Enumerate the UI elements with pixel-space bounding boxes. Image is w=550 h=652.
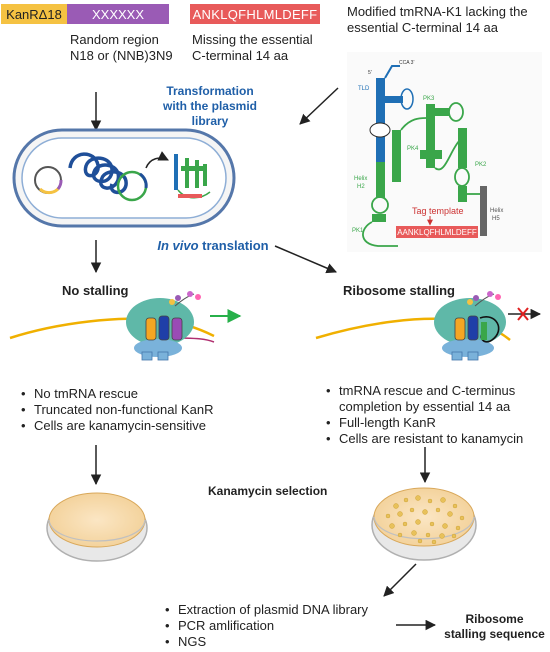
random-desc-line1: Random region — [70, 32, 159, 47]
label-tld: TLD — [358, 86, 370, 92]
list-item: NGS — [165, 634, 408, 650]
random-region-description: Random region N18 or (NNB)3N9 — [70, 32, 180, 64]
ribosome-no-stalling — [9, 291, 242, 361]
random-desc-line2: N18 or (NNB)3N9 — [70, 48, 173, 63]
peptide-label: ANKLQFHLMLDEFF — [192, 6, 318, 22]
tmrna-title: Modified tmRNA-K1 lacking the essential … — [347, 4, 547, 36]
label-5prime: 5' — [368, 70, 372, 76]
arrow-dish-to-final — [383, 563, 417, 597]
transformation-line3: library — [191, 114, 229, 128]
list-item: Full-length KanR — [326, 415, 550, 431]
kanr-label: KanRΔ18 — [6, 6, 62, 22]
label-helix-h2-a: Helix — [354, 176, 367, 182]
petri-dish-resistant — [371, 487, 477, 561]
blocked-x-icon — [517, 307, 529, 321]
random-region-box: XXXXXX — [67, 4, 169, 24]
kanamycin-selection-label: Kanamycin selection — [208, 484, 328, 498]
missing-description: Missing the essential C-terminal 14 aa — [192, 32, 342, 64]
list-item: Cells are resistant to kanamycin — [326, 431, 550, 447]
left-bullet-list: No tmRNA rescue Truncated non-functional… — [18, 386, 264, 434]
mrna-strand — [9, 317, 215, 340]
in-vivo-italic: In vivo — [157, 238, 199, 253]
list-item: Cells are kanamycin-sensitive — [21, 418, 264, 434]
transformation-line1: Transformation — [166, 84, 254, 98]
missing-line1: Missing the essential — [192, 32, 313, 47]
no-stalling-title: No stalling — [62, 283, 129, 298]
tmrna-title-line1: Modified tmRNA-K1 lacking the — [347, 4, 528, 19]
label-cca: CCA 3' — [399, 60, 414, 66]
list-item: Extraction of plasmid DNA library — [165, 602, 408, 618]
list-item: No tmRNA rescue — [21, 386, 264, 402]
kanr-box: KanRΔ18 — [1, 4, 67, 24]
label-helix-h2-b: H2 — [357, 184, 365, 190]
ribosome-stalling-title: Ribosome stalling — [343, 283, 455, 298]
label-pk1: PK1 — [352, 228, 364, 234]
in-vivo-translation-label: In vivo translation — [138, 238, 288, 254]
random-region-label: XXXXXX — [91, 6, 145, 22]
mini-tmrna — [174, 154, 211, 199]
label-pk2: PK2 — [475, 162, 487, 168]
result-line1: Ribosome — [465, 612, 524, 626]
label-pk4: PK4 — [407, 146, 419, 152]
peptide-box: ANKLQFHLMLDEFF — [190, 4, 320, 24]
label-pk3: PK3 — [423, 96, 435, 102]
petri-dish-sensitive — [46, 492, 148, 562]
transformation-line2: with the plasmid — [162, 99, 257, 113]
list-item: Truncated non-functional KanR — [21, 402, 264, 418]
result-label: Ribosome stalling sequence — [437, 612, 550, 642]
tag-template-label: Tag template — [412, 206, 464, 216]
bacterial-cell — [12, 128, 236, 228]
tmrna-structure: 5' CCA 3' TLD PK3 PK4 PK2 PK1 Helix H2 H… — [347, 52, 542, 252]
label-helix-h5-b: H5 — [492, 216, 500, 222]
arrow-tmrna-to-cell — [299, 87, 339, 125]
mrna-strand-right — [315, 317, 511, 341]
result-line2: stalling sequence — [444, 627, 545, 641]
tag-sequence-label: AANKLQFHLMLDEFF — [397, 228, 477, 237]
missing-line2: C-terminal 14 aa — [192, 48, 289, 63]
translation-word: translation — [198, 238, 269, 253]
ribosome-stalling — [315, 291, 542, 361]
list-item: PCR amlification — [165, 618, 408, 634]
final-bullet-list: Extraction of plasmid DNA library PCR am… — [162, 602, 408, 650]
transformation-label: Transformation with the plasmid library — [140, 84, 280, 129]
label-helix-h5-a: Helix — [490, 208, 503, 214]
tmrna-title-line2: essential C-terminal 14 aa — [347, 20, 499, 35]
list-item: tmRNA rescue and C-terminus completion b… — [326, 383, 550, 415]
right-bullet-list: tmRNA rescue and C-terminus completion b… — [323, 383, 550, 447]
